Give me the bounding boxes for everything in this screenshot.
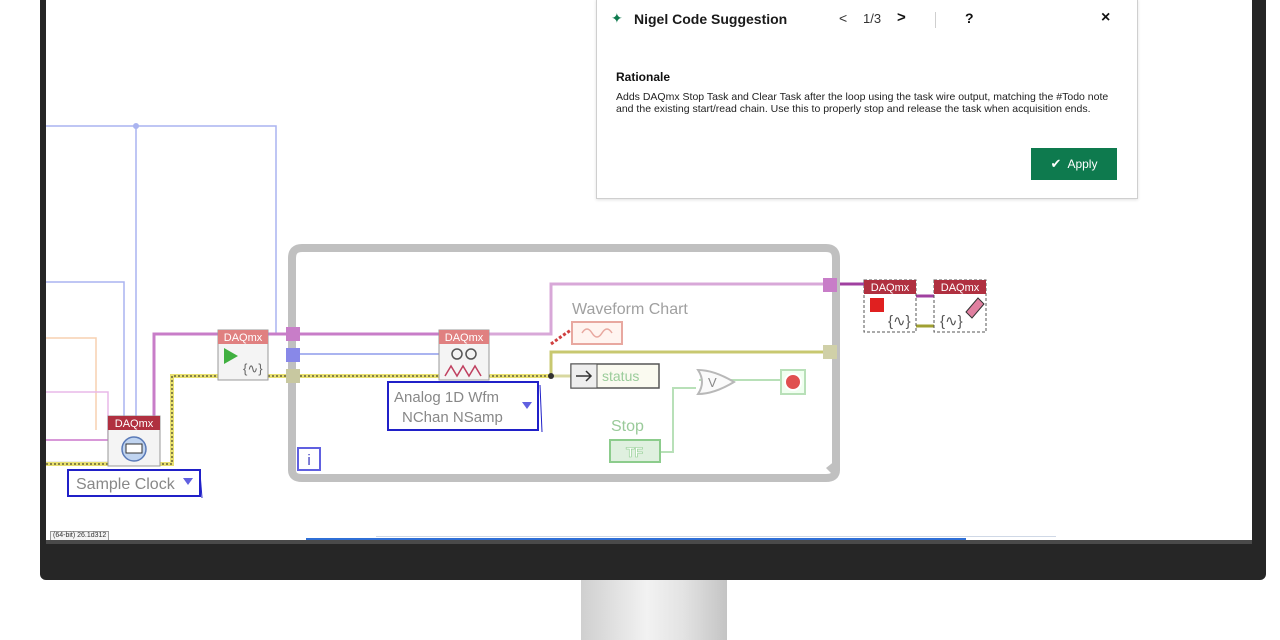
suggestion-page-indicator: 1/3 — [863, 11, 882, 26]
arrow-right-icon — [576, 370, 593, 382]
tunnel-right-task[interactable] — [823, 278, 837, 292]
daqmx-start-task-node[interactable]: DAQmx {∿} — [217, 329, 269, 381]
apply-label: Apply — [1067, 157, 1098, 171]
help-button[interactable]: ? — [965, 10, 974, 26]
waveform-chart-terminal[interactable] — [571, 321, 623, 345]
chevron-down-icon — [183, 478, 193, 485]
stop-square-icon — [870, 298, 884, 312]
waveform-chart-label: Waveform Chart — [572, 301, 688, 318]
tunnel-left-error[interactable] — [286, 369, 300, 383]
rationale-text: Adds DAQmx Stop Task and Clear Task afte… — [616, 91, 1109, 115]
version-label: (64-bit) 26.1d312 — [50, 531, 110, 540]
or-gate-symbol: V — [708, 375, 717, 390]
header-divider — [935, 12, 936, 28]
analog-line2: NChan NSamp — [402, 409, 503, 426]
task-wires — [152, 282, 934, 430]
rationale-heading: Rationale — [616, 70, 671, 84]
tunnel-right-error[interactable] — [823, 345, 837, 359]
block-diagram[interactable]: i DAQmx Sample Clock DAQmx {∿} — [46, 0, 1252, 540]
chevron-down-icon — [522, 402, 532, 409]
loop-iteration-label: i — [307, 452, 310, 469]
panel-header: ✦ Nigel Code Suggestion < 1/3 > ? × — [597, 0, 1137, 40]
analog-read-selector[interactable]: Analog 1D Wfm NChan NSamp — [387, 381, 543, 433]
waveform-icon: {∿} — [940, 313, 963, 330]
stop-terminal-text: TF — [626, 444, 644, 460]
status-unbundle[interactable]: status — [570, 363, 660, 389]
next-suggestion-button[interactable]: > — [897, 9, 906, 26]
daqmx-tag: DAQmx — [115, 418, 154, 430]
stop-boolean-terminal[interactable]: TF — [609, 439, 661, 463]
apply-button[interactable]: ✔ Apply — [1031, 148, 1117, 180]
daqmx-timing-node[interactable]: DAQmx — [107, 415, 161, 467]
while-loop[interactable]: i — [286, 244, 840, 482]
daqmx-tag: DAQmx — [941, 282, 980, 294]
loop-stop-condition[interactable] — [780, 369, 806, 395]
close-button[interactable]: × — [1101, 9, 1111, 26]
panel-title: Nigel Code Suggestion — [634, 11, 788, 27]
horizontal-scrollbar[interactable] — [306, 538, 966, 540]
daqmx-stop-task-node[interactable]: DAQmx {∿} — [863, 279, 917, 333]
glasses-icon — [451, 348, 463, 360]
waveform-icon: {∿} — [243, 361, 263, 376]
eraser-icon — [965, 297, 985, 319]
stop-sign-icon — [784, 373, 802, 391]
tunnel-left-blue[interactable] — [286, 348, 300, 362]
play-icon — [224, 348, 238, 364]
daqmx-tag: DAQmx — [871, 282, 910, 294]
previous-suggestion-button[interactable]: < — [839, 10, 848, 26]
or-gate[interactable]: V — [696, 368, 736, 396]
stop-label: Stop — [611, 418, 644, 435]
waveform-icon: {∿} — [888, 313, 911, 330]
daqmx-tag: DAQmx — [445, 332, 484, 344]
code-suggestion-panel: ✦ Nigel Code Suggestion < 1/3 > ? × Rati… — [596, 0, 1138, 199]
monitor-chin — [46, 540, 1252, 544]
loop-iteration-terminal[interactable]: i — [297, 447, 321, 471]
status-label: status — [602, 368, 639, 384]
daqmx-clear-task-node[interactable]: DAQmx {∿} — [933, 279, 987, 333]
sparkle-icon: ✦ — [611, 10, 623, 26]
daqmx-read-node[interactable]: DAQmx — [438, 329, 490, 381]
monitor-stand — [581, 580, 727, 640]
waveform-icon — [581, 328, 613, 338]
daqmx-tag: DAQmx — [224, 332, 263, 344]
sample-clock-label: Sample Clock — [76, 476, 176, 493]
shift-register-left[interactable] — [286, 327, 300, 341]
analog-line1: Analog 1D Wfm — [394, 389, 499, 406]
background-wires — [46, 123, 277, 463]
scroll-track — [376, 536, 1056, 537]
sample-clock-selector[interactable]: Sample Clock — [67, 469, 203, 499]
checkmark-icon: ✔ — [1050, 156, 1062, 171]
